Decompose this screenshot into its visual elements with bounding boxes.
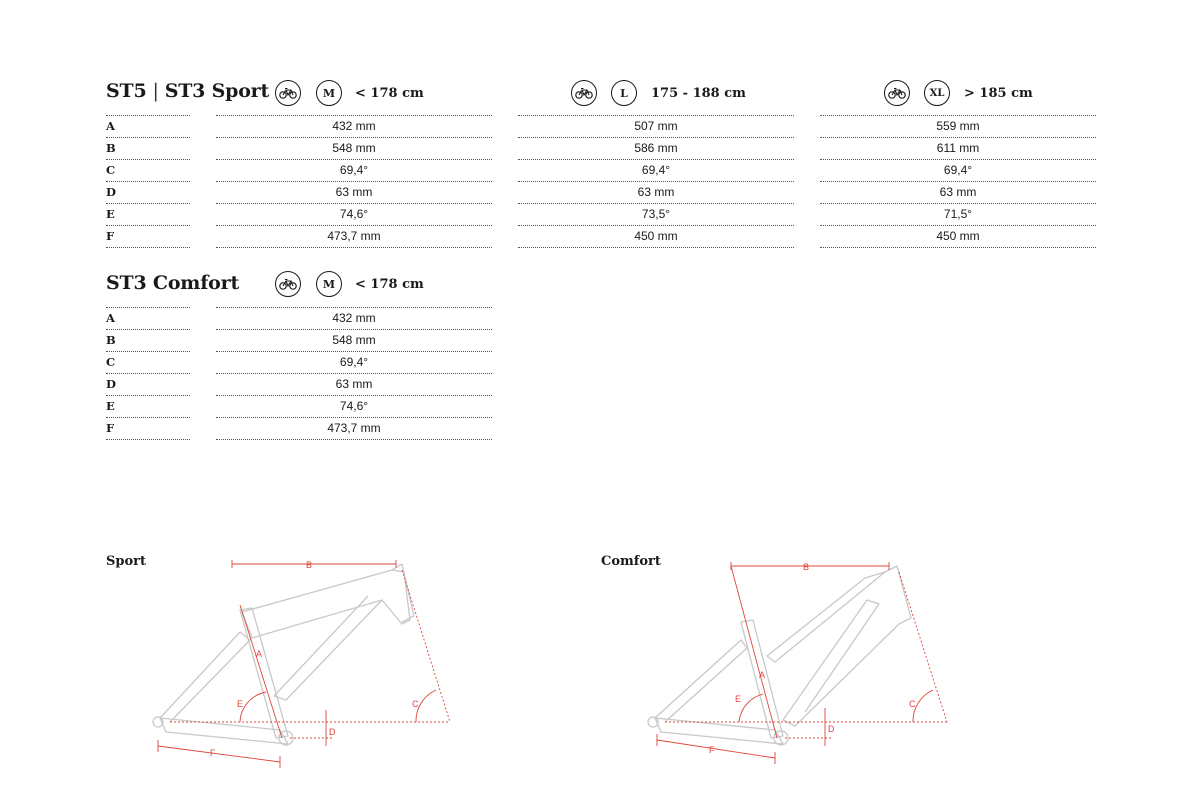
table-row: D 63 mm 63 mm 63 mm [106,182,1096,204]
cell-size-xl: 450 mm [820,226,1096,248]
table-top-rule [518,115,794,116]
size-badge-l: L [611,80,637,106]
table-top-rule [216,307,492,308]
cell-size-m: 432 mm [216,116,492,138]
cell-size-xl: 559 mm [820,116,1096,138]
dimension-label-f: F [210,748,216,758]
size-range-xl: > 185 cm [964,86,1033,101]
table-row: A 432 mm [106,308,492,330]
row-label: F [106,226,190,248]
cell-size-m: 63 mm [216,182,492,204]
row-label: C [106,352,190,374]
cell-size-m: 74,6° [216,204,492,226]
comfort-measure-lines [656,562,948,764]
cell-size-l: 450 mm [518,226,794,248]
diagram-title-comfort: Comfort [601,554,661,569]
table-top-rule [106,115,190,116]
dimension-label-a: A [759,670,765,680]
cell-size-xl: 71,5° [820,204,1096,226]
size-range-m: < 178 cm [355,86,424,101]
row-label: A [106,308,190,330]
table-top-rule [216,115,492,116]
cell-size-xl: 69,4° [820,160,1096,182]
cell-size-l: 507 mm [518,116,794,138]
table-row: C 69,4° 69,4° 69,4° [106,160,1096,182]
table-row: F 473,7 mm [106,418,492,440]
cell-size-m: 69,4° [216,352,492,374]
size-badge-m: M [316,271,342,297]
cell-size-m: 548 mm [216,330,492,352]
comfort-frame-diagram: B A C E D F [647,562,948,764]
dimension-label-e: E [237,699,243,709]
e-bike-icon [275,80,301,106]
dimension-label-d: D [828,724,835,734]
table-row: E 74,6° [106,396,492,418]
cell-size-m: 74,6° [216,396,492,418]
row-label: D [106,374,190,396]
cell-size-m: 548 mm [216,138,492,160]
table-row: B 548 mm [106,330,492,352]
cell-size-xl: 63 mm [820,182,1096,204]
e-bike-icon [571,80,597,106]
row-label: C [106,160,190,182]
title-separator: | [152,80,159,102]
dimension-label-a: A [256,649,262,659]
size-badge-m: M [316,80,342,106]
cell-size-m: 69,4° [216,160,492,182]
row-label: D [106,182,190,204]
cell-size-l: 63 mm [518,182,794,204]
dimension-label-c: C [412,699,419,709]
table-row: E 74,6° 73,5° 71,5° [106,204,1096,226]
dimension-label-b: B [306,560,312,570]
table-row: A 432 mm 507 mm 559 mm [106,116,1096,138]
sport-frame-outline [152,563,415,746]
row-label: B [106,330,190,352]
cell-size-xl: 611 mm [820,138,1096,160]
cell-size-m: 473,7 mm [216,418,492,440]
dimension-label-c: C [909,699,916,709]
table-row: C 69,4° [106,352,492,374]
row-label: E [106,204,190,226]
e-bike-icon [275,271,301,297]
size-range-l: 175 - 188 cm [651,86,746,101]
row-label: E [106,396,190,418]
row-label: B [106,138,190,160]
comfort-frame-outline [647,565,912,746]
sport-frame-diagram: B A C E D F [152,560,451,768]
row-label: A [106,116,190,138]
dimension-label-f: F [709,745,715,755]
table-row: D 63 mm [106,374,492,396]
table-row: F 473,7 mm 450 mm 450 mm [106,226,1096,248]
dimension-label-e: E [735,694,741,704]
cell-size-m: 432 mm [216,308,492,330]
model-name-st5: ST5 [106,80,147,102]
cell-size-m: 473,7 mm [216,226,492,248]
row-label: F [106,418,190,440]
dimension-label-b: B [803,562,809,572]
model-name-st3-sport: ST3 Sport [164,80,270,102]
cell-size-l: 73,5° [518,204,794,226]
cell-size-l: 586 mm [518,138,794,160]
section1-title: ST5|ST3 Sport [106,80,269,102]
diagram-title-sport: Sport [106,554,147,569]
size-range-m: < 178 cm [355,277,424,292]
section2-title: ST3 Comfort [106,272,240,294]
cell-size-m: 63 mm [216,374,492,396]
table-top-rule [820,115,1096,116]
cell-size-l: 69,4° [518,160,794,182]
size-badge-xl: XL [924,80,950,106]
dimension-label-d: D [329,727,336,737]
table-row: B 548 mm 586 mm 611 mm [106,138,1096,160]
e-bike-icon [884,80,910,106]
sport-measure-lines [157,560,451,768]
table-top-rule [106,307,190,308]
